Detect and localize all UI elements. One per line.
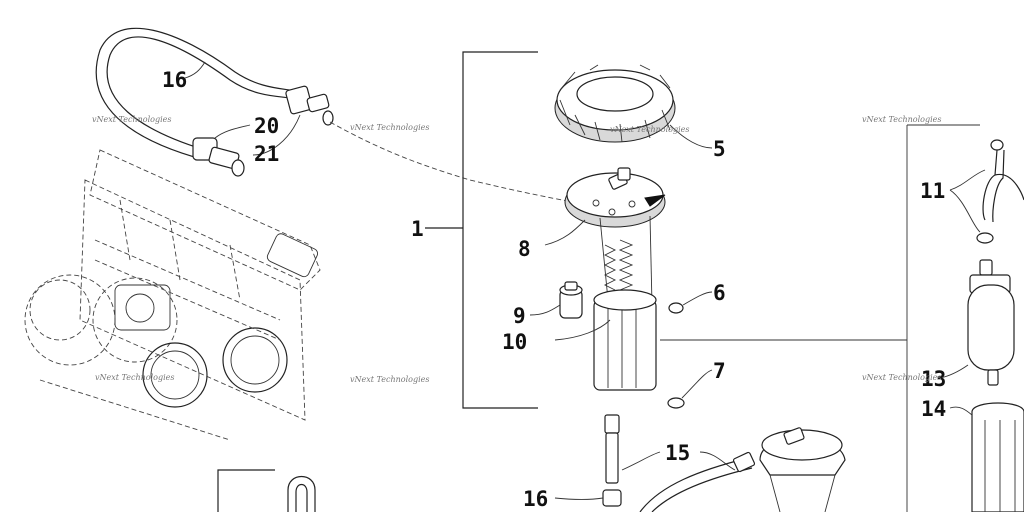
callout-7: 7 <box>713 359 726 383</box>
leader-11 <box>949 169 986 233</box>
callout-9: 9 <box>513 304 526 328</box>
watermark: vNext Technologies <box>350 123 429 132</box>
nut-16 <box>602 489 622 507</box>
fitting-15 <box>604 414 620 484</box>
watermark: vNext Technologies <box>610 125 689 134</box>
leader-15 <box>621 451 736 471</box>
callout-13: 13 <box>921 367 946 391</box>
leader-14 <box>949 406 973 416</box>
callout-5: 5 <box>713 137 726 161</box>
leader-8 <box>544 219 586 246</box>
fuel-hose-upper <box>95 27 301 161</box>
callout-21: 21 <box>254 142 279 166</box>
watermark: vNext Technologies <box>95 373 174 382</box>
leader-5 <box>669 124 713 149</box>
hose-11 <box>976 139 1024 244</box>
callout-8: 8 <box>518 237 531 261</box>
callout-20: 20 <box>254 114 279 138</box>
assembly-connection-line <box>660 124 980 512</box>
lower-left-bracket <box>217 469 275 512</box>
leader-21 <box>252 114 301 156</box>
watermark: vNext Technologies <box>862 373 941 382</box>
hose-route-dashed-line <box>329 121 591 206</box>
watermark: vNext Technologies <box>862 115 941 124</box>
throttle-body-assembly <box>24 149 321 441</box>
fuel-pump-13 <box>967 259 1015 386</box>
screw-6 <box>668 302 684 314</box>
callout-16-lower: 16 <box>523 487 548 511</box>
callout-11: 11 <box>920 179 945 203</box>
pump-top-plate-8 <box>564 167 666 228</box>
leader-10 <box>554 319 611 341</box>
leader-13 <box>939 364 969 379</box>
callout-14: 14 <box>921 397 946 421</box>
leader-16-lower <box>554 497 604 500</box>
leader-7 <box>681 369 713 399</box>
leader-9 <box>529 304 561 316</box>
strainer-14 <box>971 402 1024 512</box>
hose-clamp-20 <box>192 137 245 177</box>
pickup-hose <box>639 451 756 512</box>
callout-6: 6 <box>713 281 726 305</box>
callout-10: 10 <box>502 330 527 354</box>
clip-7 <box>667 397 685 409</box>
pressure-regulator-9 <box>559 281 583 319</box>
hose-fitting-21 <box>285 85 334 126</box>
watermark: vNext Technologies <box>92 115 171 124</box>
callout-16-upper: 16 <box>162 68 187 92</box>
leader-6 <box>682 291 713 306</box>
leader-20 <box>214 124 251 139</box>
callout-15: 15 <box>665 441 690 465</box>
pump-body <box>593 215 657 391</box>
assembly-bracket-1 <box>462 51 538 409</box>
lock-ring-5 <box>554 64 676 143</box>
u-tube <box>287 475 316 512</box>
leader-16-upper <box>184 61 206 79</box>
callout-1: 1 <box>411 217 424 241</box>
watermark: vNext Technologies <box>350 375 429 384</box>
fuel-filter-cap <box>759 427 846 512</box>
